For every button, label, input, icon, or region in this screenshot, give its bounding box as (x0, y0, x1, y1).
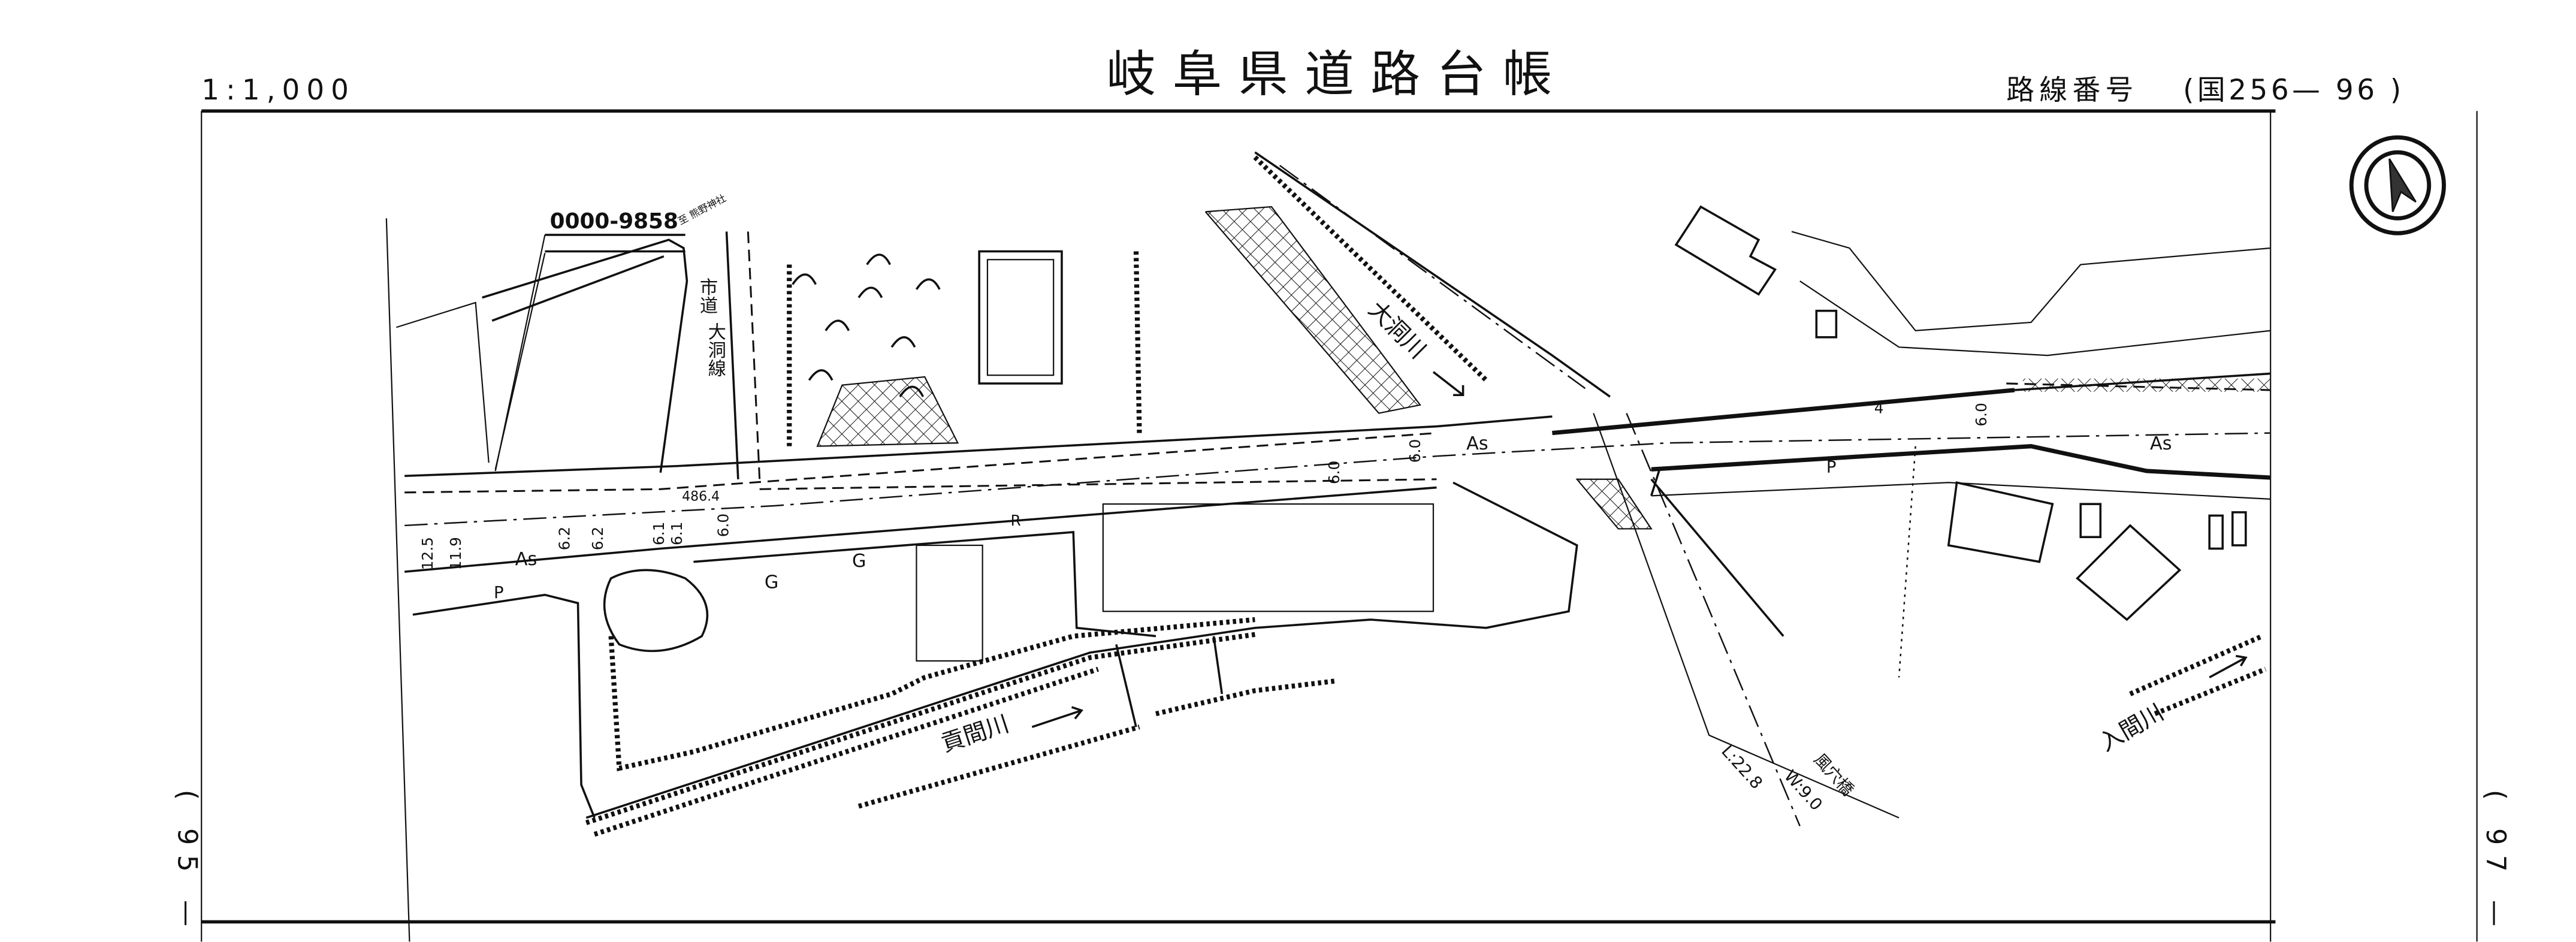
control-point-number: 0000-9858 (550, 209, 678, 234)
river-label-right: 入間川 (2095, 699, 2169, 757)
width-label: 12.5 (419, 537, 436, 570)
ground-label: G (852, 551, 866, 572)
elevation-label: 486.4 (682, 490, 720, 505)
width-label: 6.0 (1973, 403, 1990, 426)
scale-label: 1:1,000 (201, 74, 355, 107)
ground-label: G (765, 572, 778, 593)
width-label: 4 (1874, 400, 1884, 417)
sheet-title: 岐阜県道路台帳 (1106, 46, 1569, 103)
land-parcels (385, 218, 1578, 942)
bridge (1593, 413, 1899, 826)
flow-arrow-icon (2209, 654, 2248, 679)
surface-label: As (2150, 433, 2172, 454)
width-label: 6.1 (650, 522, 668, 545)
sheet-frame (201, 109, 2478, 942)
river-label-left: 貢間川 (938, 710, 1012, 757)
width-label: 6.0 (714, 514, 732, 537)
flow-arrow-icon (1031, 706, 1084, 728)
national-route-road (404, 372, 2271, 573)
parking-label: P (1826, 458, 1837, 477)
width-label: 6.0 (1325, 461, 1343, 484)
side-road-type: 市道 (696, 277, 717, 314)
surface-label: As (515, 549, 537, 570)
width-label: 6.1 (668, 522, 685, 545)
surface-label: As (1466, 433, 1488, 454)
route-number: (国256— 96 ) (2183, 74, 2405, 107)
previous-sheet-ref: ( 95 — (172, 790, 203, 937)
direction-note: 至 熊野神社 (676, 192, 727, 227)
control-point-leader-line (494, 234, 546, 472)
width-label: 6.2 (589, 527, 606, 550)
width-label: 11.9 (447, 537, 464, 570)
side-road-name: 大洞線 (705, 322, 726, 378)
buildings (1674, 205, 2271, 678)
width-label: 6.0 (1406, 439, 1424, 463)
other-label: R (1011, 512, 1021, 529)
north-arrow-icon (2349, 135, 2446, 236)
width-label: 6.2 (556, 527, 573, 550)
route-label: 路線番号 (2006, 74, 2138, 107)
flow-arrow-icon (1432, 371, 1464, 397)
rivers (585, 151, 2267, 837)
parking-label: P (494, 583, 504, 602)
next-sheet-ref: ( 97 — (2480, 790, 2511, 937)
